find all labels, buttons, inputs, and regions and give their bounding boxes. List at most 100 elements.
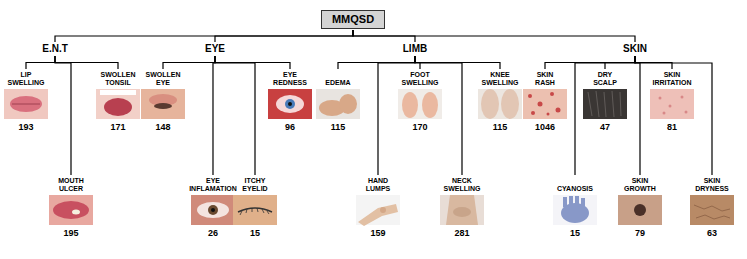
foot-photo xyxy=(398,89,442,119)
label-slot: NECK SWELLING xyxy=(440,176,484,193)
eyelid-photo xyxy=(233,195,277,225)
label-slot: SKIN IRRITATION xyxy=(650,70,694,87)
symptom-node: SKIN DRYNESS 63 xyxy=(690,176,734,239)
tree-connector xyxy=(635,56,640,175)
tree-connector xyxy=(378,56,415,175)
mouth-photo xyxy=(49,195,93,225)
symptom-name: NECK SWELLING xyxy=(444,177,481,193)
tree-connector xyxy=(26,56,55,69)
growth-photo xyxy=(618,195,662,225)
case-count: 159 xyxy=(356,228,400,239)
tree-connector xyxy=(55,56,71,175)
label-slot: HAND LUMPS xyxy=(356,176,400,193)
symptom-name: CYANOSIS xyxy=(557,185,593,193)
symptom-node: HAND LUMPS 159 xyxy=(356,176,400,239)
cyanosis-photo xyxy=(553,195,597,225)
category-name: SKIN xyxy=(623,43,647,55)
symptom-name: EYE INFLAMATION xyxy=(189,177,237,193)
scalp-photo xyxy=(583,89,627,119)
dryness-photo xyxy=(690,195,734,225)
label-slot: FOOT SWELLING xyxy=(398,70,442,87)
case-count: 47 xyxy=(583,122,627,133)
symptom-node: NECK SWELLING 281 xyxy=(440,176,484,239)
symptom-name: SKIN GROWTH xyxy=(624,177,656,193)
category-name: EYE xyxy=(205,43,225,55)
symptom-name: EDEMA xyxy=(325,79,350,87)
symptom-node: SKIN RASH 1046 xyxy=(523,70,567,133)
label-slot: DRY SCALP xyxy=(583,70,627,87)
symptom-name: SWOLLEN EYE xyxy=(146,71,181,87)
case-count: 63 xyxy=(690,228,734,239)
case-count: 193 xyxy=(4,122,48,133)
irritation-photo xyxy=(650,89,694,119)
symptom-name: SWOLLEN TONSIL xyxy=(101,71,136,87)
rash-photo xyxy=(523,89,567,119)
edema-photo xyxy=(316,89,360,119)
symptom-node: KNEE SWELLING 115 xyxy=(478,70,522,133)
category-label: EYE xyxy=(203,43,227,55)
eye-redness-photo xyxy=(268,89,312,119)
case-count: 1046 xyxy=(523,122,567,133)
case-count: 15 xyxy=(233,228,277,239)
symptom-node: MOUTH ULCER195 xyxy=(49,176,93,239)
case-count: 148 xyxy=(141,122,185,133)
symptom-node: LIP SWELLING 193 xyxy=(4,70,48,133)
case-count: 26 xyxy=(189,228,237,239)
symptom-name: EYE REDNESS xyxy=(273,71,307,87)
symptom-node: SKIN IRRITATION 81 xyxy=(650,70,694,133)
root-title: MMQSD xyxy=(332,13,374,26)
symptom-name: LIP SWELLING xyxy=(8,71,45,87)
label-slot: ITCHY EYELID xyxy=(233,176,277,193)
hand-photo xyxy=(356,195,400,226)
category-name: E.N.T xyxy=(42,43,68,55)
tree-connector xyxy=(163,56,215,69)
symptom-name: SKIN IRRITATION xyxy=(652,71,691,87)
label-slot: EYE INFLAMATION xyxy=(189,176,237,193)
symptom-name: SKIN DRYNESS xyxy=(695,177,729,193)
symptom-node: CYANOSIS 15 xyxy=(553,176,597,239)
case-count: 281 xyxy=(440,228,484,239)
symptom-node: SWOLLEN TONSIL171 xyxy=(96,70,140,133)
tree-connector xyxy=(213,56,215,175)
label-slot: EYE REDNESS xyxy=(268,70,312,87)
neck-photo xyxy=(440,195,484,225)
category-name: LIMB xyxy=(403,43,427,55)
symptom-node: EDEMA 115 xyxy=(316,70,360,133)
case-count: 170 xyxy=(398,122,442,133)
label-slot: CYANOSIS xyxy=(553,176,597,193)
tree-connector xyxy=(215,56,290,69)
label-slot: KNEE SWELLING xyxy=(478,70,522,87)
case-count: 96 xyxy=(268,122,312,133)
label-slot: SKIN DRYNESS xyxy=(690,176,734,193)
tonsil-photo xyxy=(96,89,140,119)
category-label: E.N.T xyxy=(40,43,70,55)
tree-connector xyxy=(215,30,353,42)
label-slot: SWOLLEN TONSIL xyxy=(96,70,140,87)
tree-connector xyxy=(575,56,635,175)
tree-connector xyxy=(353,30,635,42)
symptom-node: EYE REDNESS 96 xyxy=(268,70,312,133)
case-count: 115 xyxy=(478,122,522,133)
symptom-node: ITCHY EYELID 15 xyxy=(233,176,277,239)
tree-connector xyxy=(605,56,635,69)
label-slot: SKIN GROWTH xyxy=(618,176,662,193)
label-slot: LIP SWELLING xyxy=(4,70,48,87)
root-box: MMQSD xyxy=(321,10,385,29)
case-count: 15 xyxy=(553,228,597,239)
category-label: LIMB xyxy=(401,43,429,55)
symptom-node: SWOLLEN EYE 148 xyxy=(141,70,185,133)
case-count: 81 xyxy=(650,122,694,133)
symptom-name: FOOT SWELLING xyxy=(402,71,439,87)
knee-photo xyxy=(478,89,522,119)
symptom-name: HAND LUMPS xyxy=(366,177,391,193)
symptom-node: EYE INFLAMATION 26 xyxy=(189,176,237,239)
symptom-node: DRY SCALP 47 xyxy=(583,70,627,133)
label-slot: EDEMA xyxy=(316,70,360,87)
tree-connector xyxy=(215,56,255,175)
symptom-name: SKIN RASH xyxy=(535,71,555,87)
label-slot: MOUTH ULCER xyxy=(49,176,93,193)
swollen-eye-photo xyxy=(141,89,185,119)
case-count: 115 xyxy=(316,122,360,133)
tree-connector xyxy=(55,30,353,42)
